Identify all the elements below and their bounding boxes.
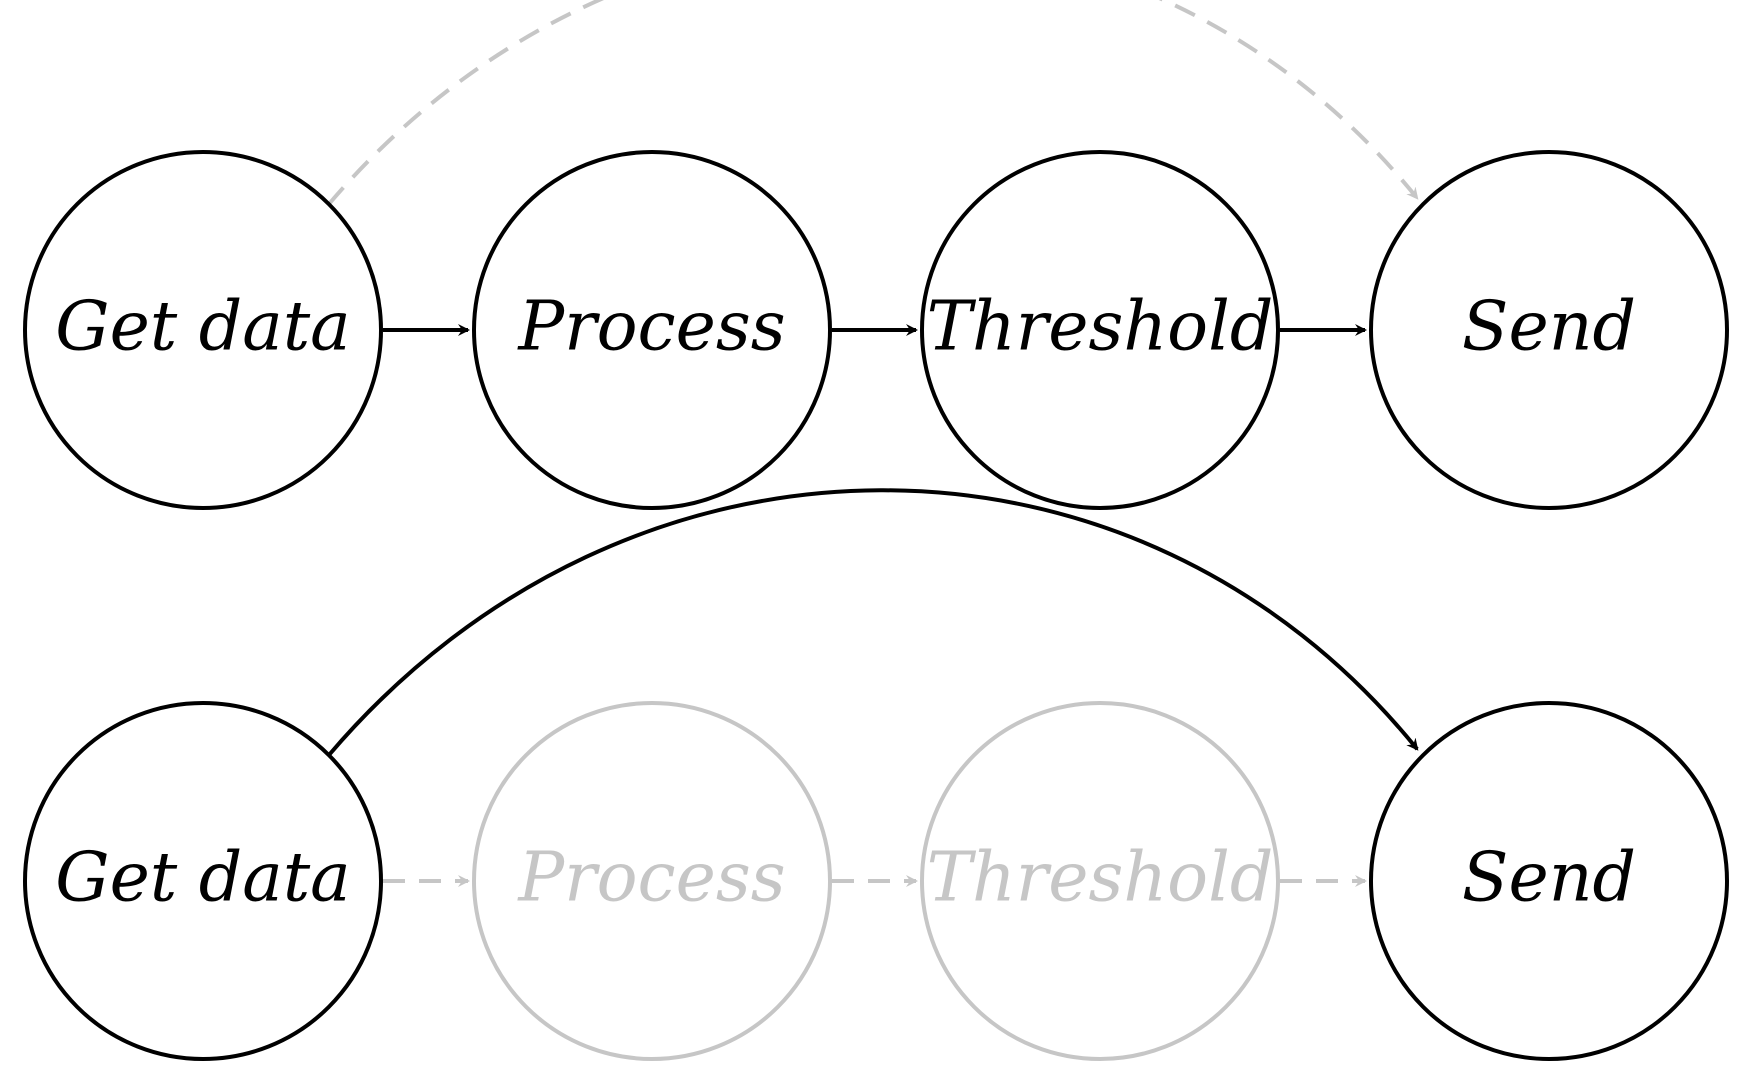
row-1-node-2: Process xyxy=(472,150,832,510)
row-2-node-3: Threshold xyxy=(920,701,1280,1061)
row-1-edge-0-to-3 xyxy=(327,0,1419,206)
row-2-edge-0-to-3 xyxy=(327,488,1419,757)
row-2-node-2: Process xyxy=(472,701,832,1061)
edges-layer xyxy=(327,0,1419,887)
row-2-node-1-label: Get data xyxy=(55,839,350,918)
row-2-node-4-label: Send xyxy=(1462,839,1636,918)
row-1-node-2-circle xyxy=(472,150,832,510)
row-2-node-1-circle xyxy=(23,701,383,1061)
row-1-node-4: Send xyxy=(1369,150,1729,510)
row-2-node-1: Get data xyxy=(23,701,383,1061)
row-1-node-1-circle xyxy=(23,150,383,510)
row-1-node-1-label: Get data xyxy=(55,288,350,367)
row-1-node-1: Get data xyxy=(23,150,383,510)
row-1-node-3-circle xyxy=(920,150,1280,510)
row-1-node-2-label: Process xyxy=(516,288,785,367)
row-1-node-3-label: Threshold xyxy=(927,288,1274,367)
row-2-node-4: Send xyxy=(1369,701,1729,1061)
row-2-node-4-circle xyxy=(1369,701,1729,1061)
row-2-node-3-circle xyxy=(920,701,1280,1061)
row-2-node-3-label: Threshold xyxy=(927,839,1274,918)
row-2-node-2-label: Process xyxy=(516,839,785,918)
row-1-node-3: Threshold xyxy=(920,150,1280,510)
row-2-node-2-circle xyxy=(472,701,832,1061)
row-1-node-4-circle xyxy=(1369,150,1729,510)
row-1-node-4-label: Send xyxy=(1462,288,1636,367)
